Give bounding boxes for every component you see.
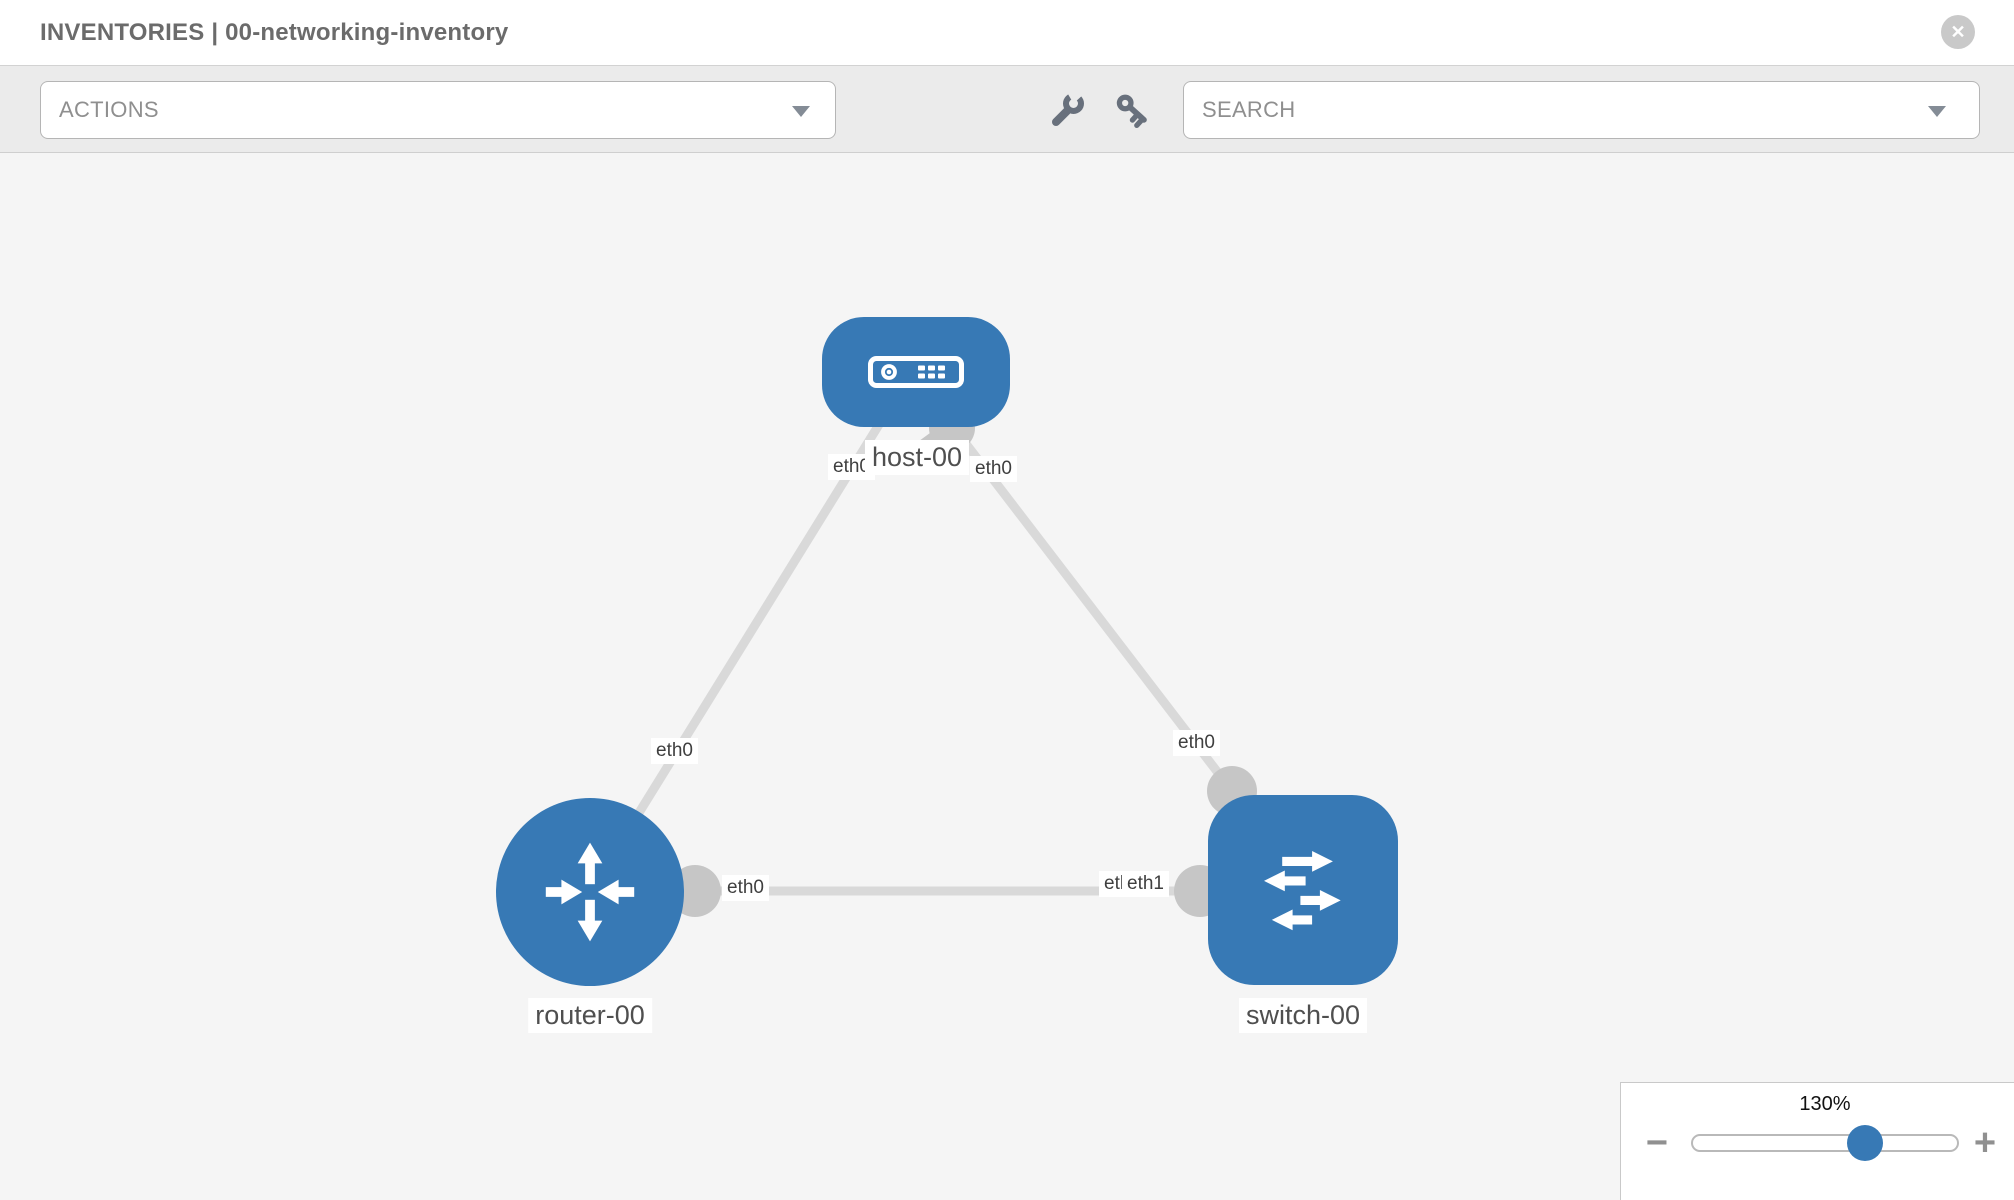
zoom-level: 130% bbox=[1799, 1093, 1851, 1115]
zoom-panel: 130% − + bbox=[1620, 1082, 2014, 1200]
zoom-slider[interactable] bbox=[1691, 1125, 1959, 1161]
toolbar: ACTIONS SEARCH bbox=[0, 66, 2014, 153]
node-host-00[interactable] bbox=[822, 317, 1010, 427]
credentials-button[interactable] bbox=[1110, 87, 1156, 133]
zoom-out-button[interactable]: − bbox=[1637, 1121, 1677, 1164]
router-icon bbox=[545, 842, 635, 942]
actions-dropdown[interactable]: ACTIONS bbox=[40, 81, 836, 139]
configure-button[interactable] bbox=[1044, 87, 1090, 133]
key-icon bbox=[1116, 94, 1147, 129]
interface-label[interactable]: eth0 bbox=[970, 456, 1017, 482]
plus-icon: + bbox=[1973, 1121, 1997, 1164]
close-button[interactable]: ✕ bbox=[1941, 15, 1975, 49]
interface-label[interactable]: eth0 bbox=[722, 875, 769, 901]
node-router-00[interactable] bbox=[496, 798, 684, 986]
chevron-down-icon bbox=[1928, 106, 1946, 117]
link-host-switch[interactable] bbox=[946, 420, 1236, 794]
search-placeholder: SEARCH bbox=[1202, 97, 1296, 122]
header: INVENTORIES | 00-networking-inventory ✕ bbox=[0, 0, 2014, 66]
node-label-router: router-00 bbox=[528, 998, 652, 1033]
host-icon bbox=[868, 356, 964, 388]
switch-icon bbox=[1264, 851, 1341, 931]
page-title: INVENTORIES | 00-networking-inventory bbox=[40, 18, 509, 46]
minus-icon: − bbox=[1645, 1121, 1669, 1164]
search-dropdown[interactable]: SEARCH bbox=[1183, 81, 1980, 139]
zoom-in-button[interactable]: + bbox=[1965, 1121, 2005, 1164]
node-label-host: host-00 bbox=[864, 440, 970, 475]
interface-label[interactable]: eth0 bbox=[651, 738, 698, 764]
interface-label[interactable]: eth0 bbox=[1173, 730, 1220, 756]
node-label-switch: switch-00 bbox=[1238, 998, 1368, 1033]
node-switch-00[interactable] bbox=[1208, 795, 1398, 985]
actions-dropdown-label: ACTIONS bbox=[59, 97, 159, 122]
zoom-slider-thumb[interactable] bbox=[1846, 1125, 1883, 1161]
links-layer bbox=[586, 405, 1257, 917]
chevron-down-icon bbox=[792, 106, 810, 117]
topology-canvas[interactable]: eth0 eth0 eth0 eth0 eth0 eth0 eth1 host-… bbox=[0, 153, 2014, 1200]
interface-label[interactable]: eth1 bbox=[1122, 871, 1169, 897]
wrench-icon bbox=[1052, 91, 1085, 126]
close-icon: ✕ bbox=[1950, 21, 1966, 42]
